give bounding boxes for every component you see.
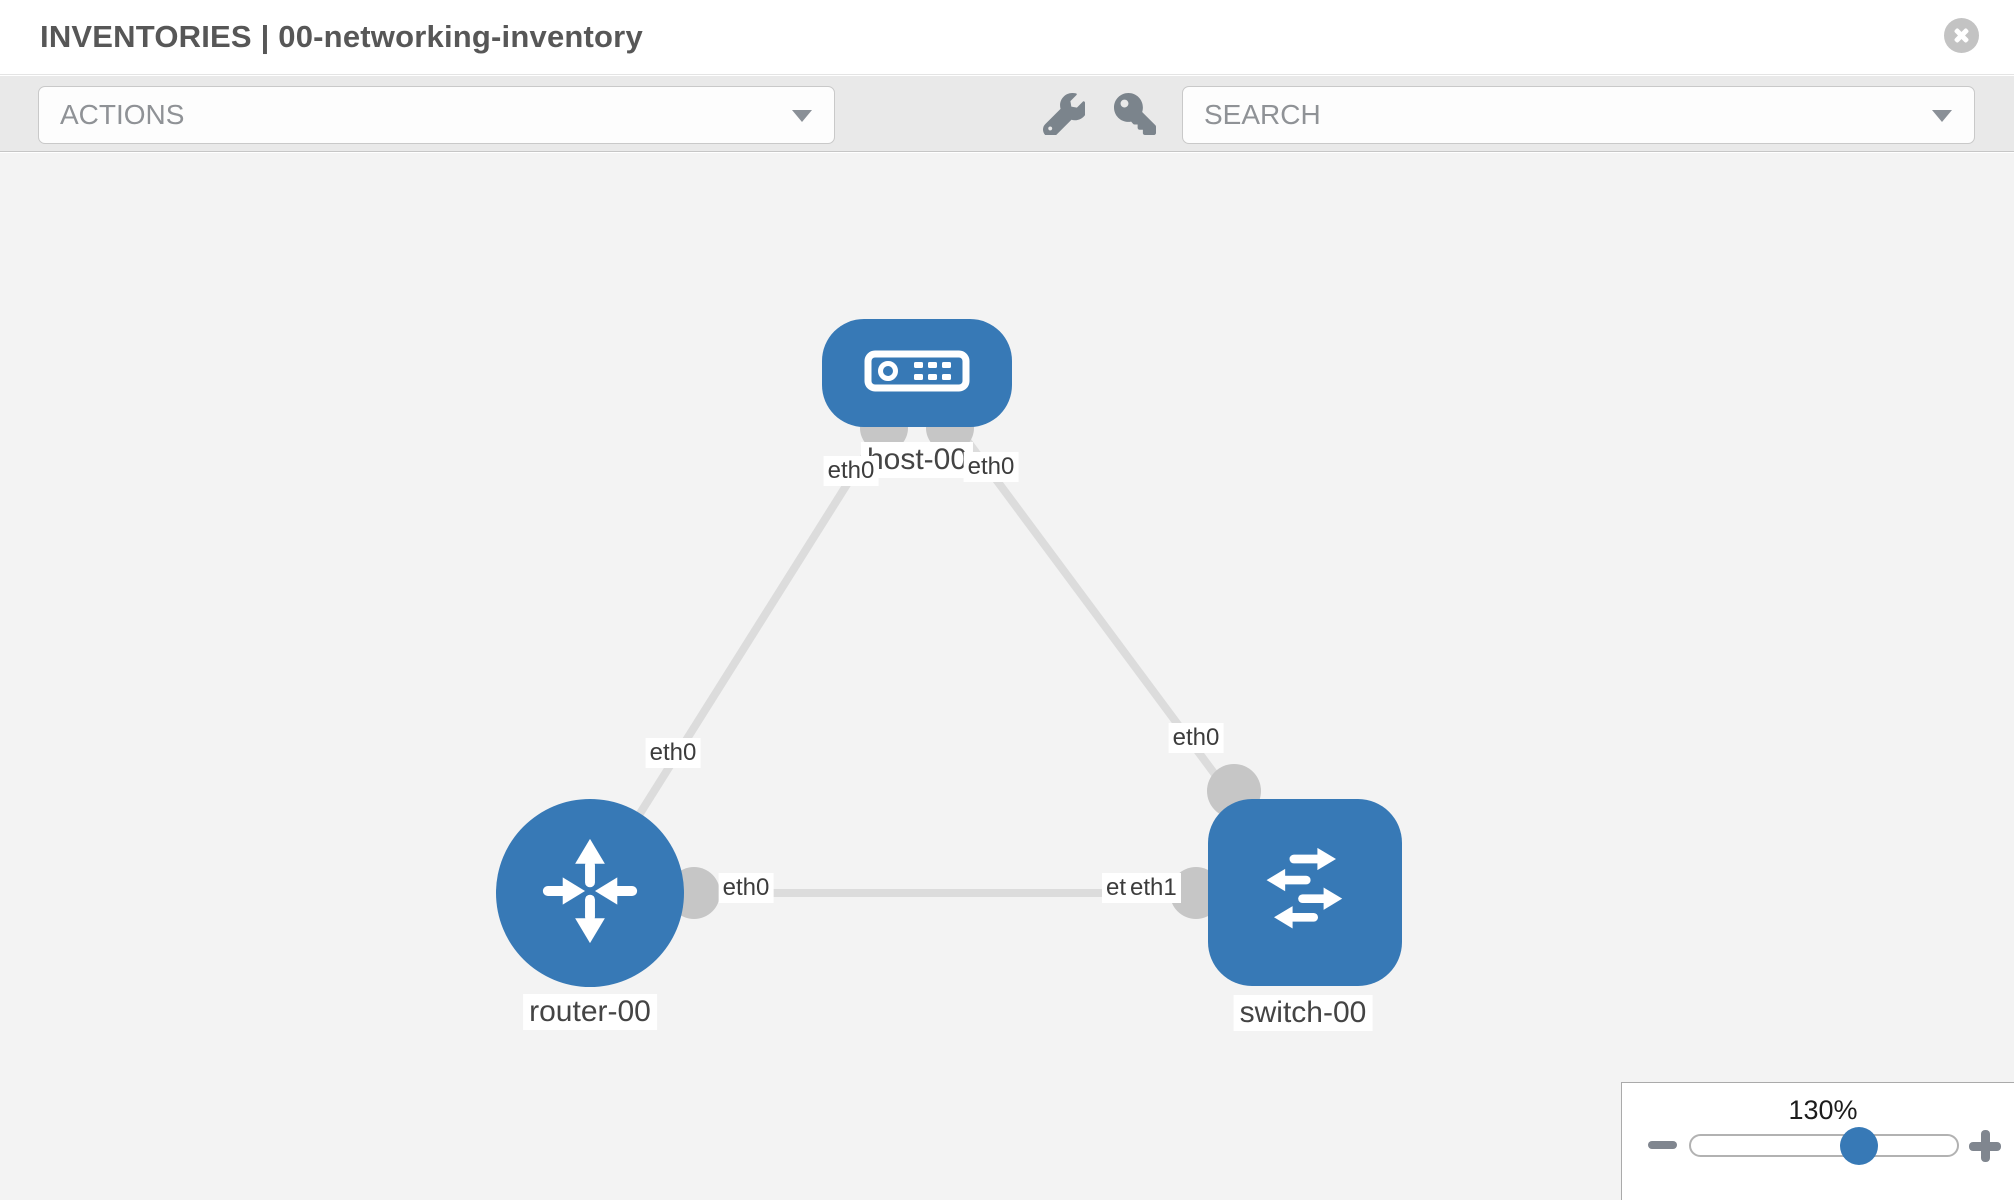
configure-tools-button[interactable] [1042, 92, 1088, 138]
wrench-icon [1042, 92, 1088, 139]
panel-header: INVENTORIES | 00-networking-inventory [0, 0, 2014, 75]
interface-label-eth0: eth0 [645, 738, 701, 768]
page-title: INVENTORIES | 00-networking-inventory [40, 19, 643, 54]
node-label-host-00: host-00 [860, 442, 974, 478]
zoom-control-panel: 130% [1621, 1082, 2014, 1200]
actions-dropdown[interactable]: ACTIONS [38, 86, 835, 144]
interface-label-eth0: eth0 [718, 873, 774, 903]
close-button[interactable] [1944, 18, 1979, 53]
node-router-00[interactable] [496, 799, 684, 987]
zoom-level-value: 130% [1788, 1095, 1858, 1125]
interface-label-eth0: eth0 [963, 452, 1019, 482]
zoom-in-button[interactable] [1967, 1128, 2003, 1164]
host-icon [864, 350, 970, 397]
links-layer [586, 370, 1307, 919]
node-switch-00[interactable] [1208, 799, 1402, 986]
key-icon [1114, 93, 1156, 139]
router-icon [528, 829, 652, 958]
zoom-slider-track[interactable] [1689, 1134, 1959, 1157]
zoom-out-button[interactable] [1644, 1131, 1680, 1159]
toolbar: ACTIONS SEARCH [0, 76, 2014, 152]
actions-dropdown-label: ACTIONS [60, 99, 185, 130]
chevron-down-icon [792, 110, 812, 122]
interface-label-eth1: eth1 [1126, 873, 1181, 903]
search-dropdown[interactable]: SEARCH [1182, 86, 1975, 144]
interface-label-eth0: eth0 [1168, 723, 1224, 753]
switch-icon [1241, 828, 1369, 957]
credentials-button[interactable] [1114, 93, 1156, 135]
search-placeholder: SEARCH [1204, 99, 1321, 130]
node-label-router-00: router-00 [523, 994, 657, 1030]
chevron-down-icon [1932, 110, 1952, 122]
minus-icon [1648, 1141, 1677, 1149]
node-host-00[interactable] [822, 319, 1012, 427]
zoom-slider-handle[interactable] [1840, 1127, 1878, 1165]
node-label-switch-00: switch-00 [1233, 995, 1373, 1031]
topology-canvas[interactable]: host-00 router-00 switch-00 eth0 eth0 et… [0, 153, 2014, 1200]
interface-label-eth0: eth0 [823, 456, 879, 486]
